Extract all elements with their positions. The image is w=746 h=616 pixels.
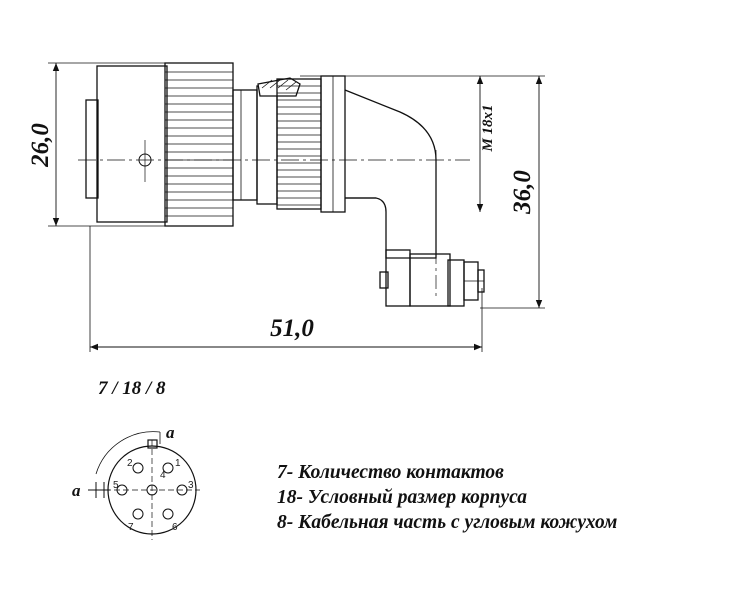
pin-5 — [116, 484, 128, 496]
pin-3 — [176, 484, 188, 496]
pin-face-view — [88, 431, 200, 540]
section-label: a — [72, 481, 81, 500]
pin-label-5: 5 — [113, 480, 119, 491]
pin-4 — [146, 484, 158, 496]
pin-label-1: 1 — [175, 458, 181, 469]
legend-item: 8- Кабельная часть с угловым кожухом — [277, 512, 618, 533]
pin-6 — [162, 508, 174, 520]
pin-label-6: 6 — [172, 522, 178, 533]
dim-height-body: 26,0 — [27, 123, 54, 168]
code-legend: 7- Количество контактов 18- Условный раз… — [277, 460, 617, 535]
connector-side-view — [48, 62, 545, 352]
pin-label-7: 7 — [128, 522, 134, 533]
pin-label-4: 4 — [160, 470, 166, 481]
dim-length-total: 51,0 — [270, 315, 314, 342]
pin-labels: 1 2 3 4 5 6 7 a a — [72, 423, 194, 533]
nut-knurl — [277, 85, 321, 206]
part-code: 7 / 18 / 8 — [98, 378, 166, 399]
key-label: a — [166, 423, 175, 442]
pin-1 — [162, 462, 174, 474]
dimension-lines — [52, 62, 543, 351]
dim-thread: M 18x1 — [480, 104, 496, 152]
pin-label-3: 3 — [188, 480, 194, 491]
dim-height-total: 36,0 — [509, 170, 536, 215]
knurl-pattern — [165, 71, 233, 217]
pin-2 — [132, 462, 144, 474]
legend-item: 7- Количество контактов — [277, 462, 504, 483]
pin-contacts — [116, 462, 188, 520]
legend-item: 18- Условный размер корпуса — [277, 487, 528, 508]
pin-7 — [132, 508, 144, 520]
pin-label-2: 2 — [127, 458, 133, 469]
